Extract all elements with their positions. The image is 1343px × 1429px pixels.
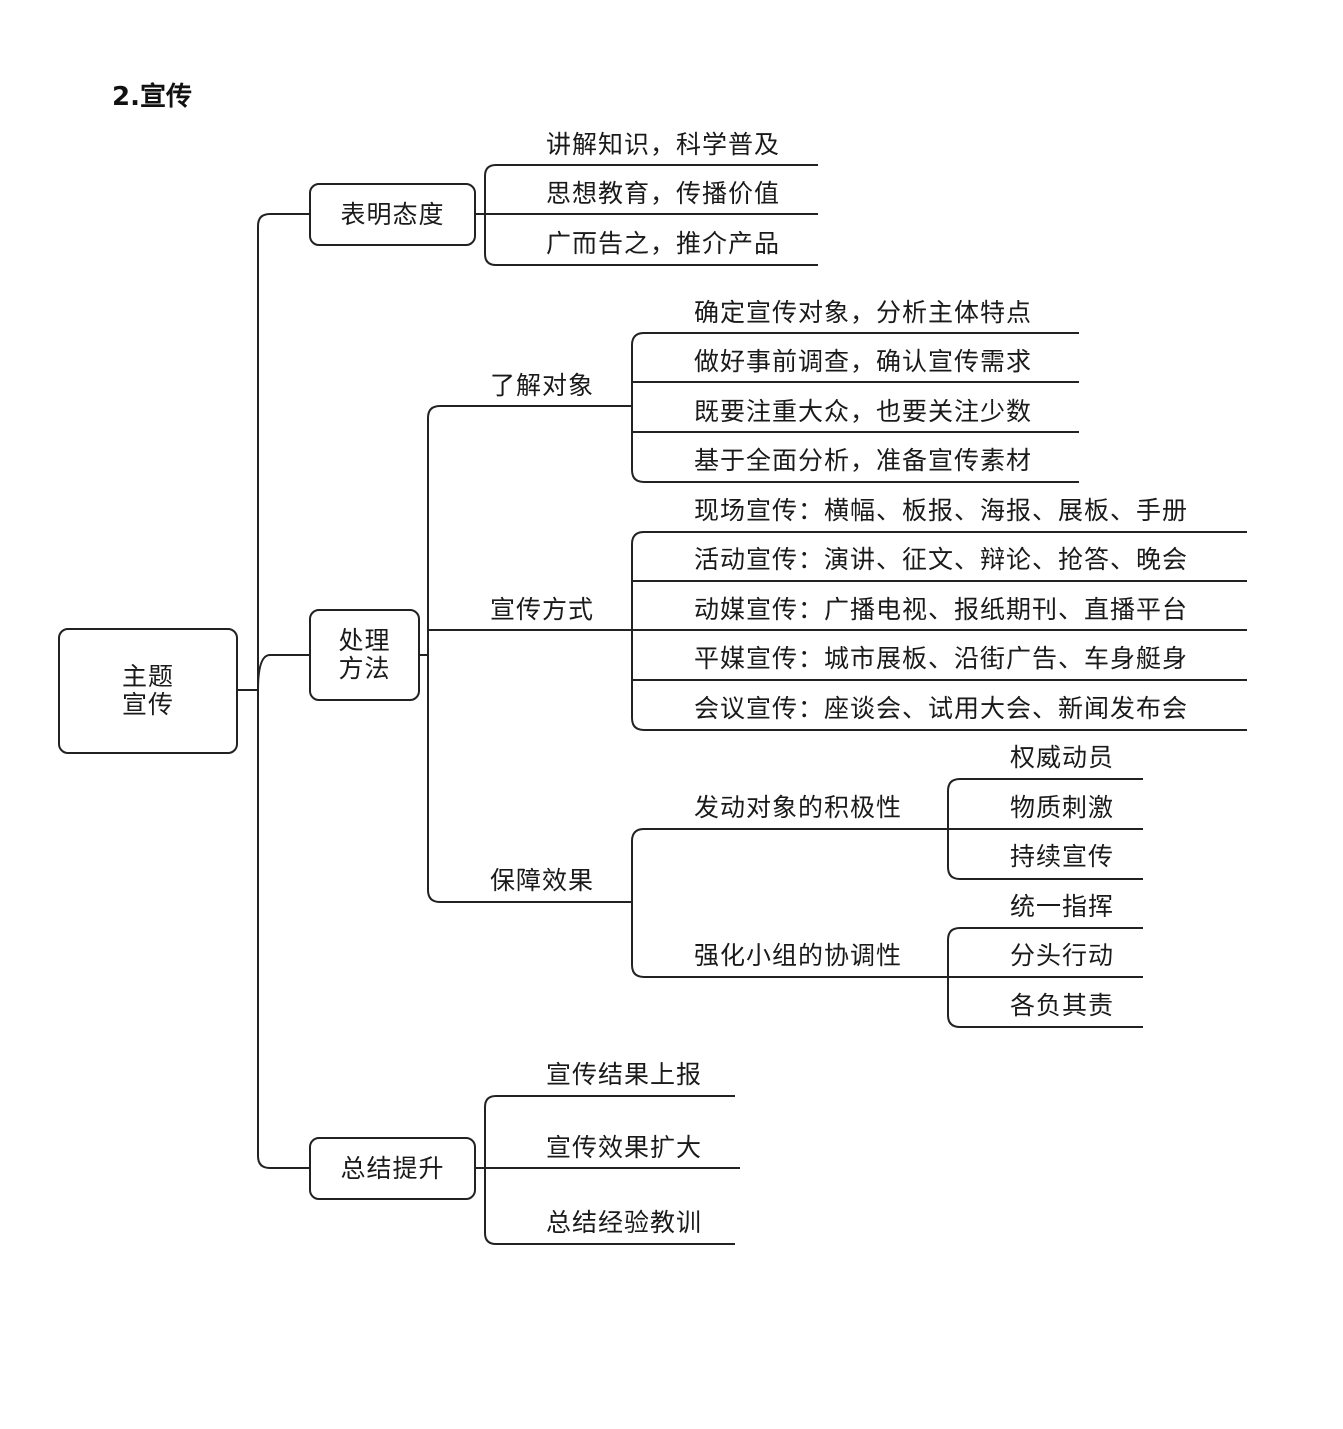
attitude-item: 广而告之，推介产品	[546, 229, 781, 258]
ways-item: 会议宣传：座谈会、试用大会、新闻发布会	[694, 694, 1189, 723]
coordinate-item: 各负其责	[1010, 991, 1115, 1020]
node-method: 处理 方法	[309, 609, 420, 701]
understand-item: 确定宣传对象，分析主体特点	[694, 298, 1033, 327]
coordinate-item: 分头行动	[1010, 941, 1115, 970]
mobilize-item: 物质刺激	[1010, 793, 1115, 822]
ways-item: 平媒宣传：城市展板、沿街广告、车身艇身	[694, 644, 1189, 673]
understand-item: 做好事前调查，确认宣传需求	[694, 347, 1033, 376]
summary-item: 宣传效果扩大	[546, 1133, 703, 1162]
node-coordinate-label: 强化小组的协调性	[694, 941, 903, 970]
node-attitude-label: 表明态度	[340, 199, 445, 229]
spine-ensure	[631, 828, 948, 978]
ways-item: 活动宣传：演讲、征文、辩论、抢答、晚会	[694, 545, 1189, 574]
connector-method	[257, 654, 310, 691]
spine-method	[427, 405, 632, 903]
section-heading: 2.宣传	[112, 82, 192, 112]
summary-item: 总结经验教训	[546, 1208, 703, 1237]
mobilize-item: 持续宣传	[1010, 842, 1115, 871]
node-understand-label: 了解对象	[490, 371, 595, 400]
node-summary: 总结提升	[309, 1137, 476, 1200]
mobilize-item: 权威动员	[1010, 743, 1115, 772]
attitude-item: 思想教育，传播价值	[546, 179, 781, 208]
root-node: 主题 宣传	[58, 628, 238, 754]
spine-understand	[631, 332, 1079, 483]
node-ensure-label: 保障效果	[490, 866, 595, 895]
spine-summary	[484, 1095, 735, 1245]
node-ways-label: 宣传方式	[490, 595, 595, 624]
ways-item: 动媒宣传：广播电视、报纸期刊、直播平台	[694, 595, 1189, 624]
coordinate-item: 统一指挥	[1010, 892, 1115, 921]
node-summary-label: 总结提升	[340, 1153, 445, 1183]
node-mobilize-label: 发动对象的积极性	[694, 793, 903, 822]
understand-item: 基于全面分析，准备宣传素材	[694, 446, 1033, 475]
understand-item: 既要注重大众，也要关注少数	[694, 397, 1033, 426]
node-method-label: 处理 方法	[338, 626, 391, 683]
ways-item: 现场宣传：横幅、板报、海报、展板、手册	[694, 496, 1189, 525]
spine-main	[257, 213, 310, 1169]
attitude-item: 讲解知识，科学普及	[546, 130, 781, 159]
summary-item: 宣传结果上报	[546, 1060, 703, 1089]
node-attitude: 表明态度	[309, 183, 476, 246]
root-node-label: 主题 宣传	[121, 662, 174, 719]
